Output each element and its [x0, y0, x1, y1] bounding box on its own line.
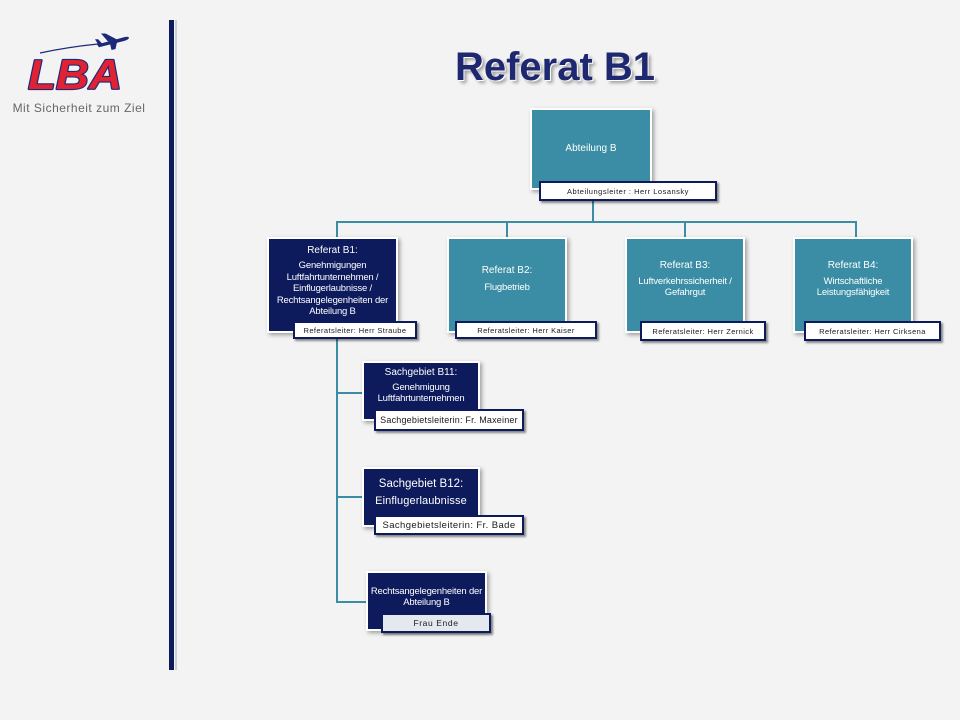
sachgebiet-b12-leader: Sachgebietsleiterin: Fr. Bade	[374, 515, 524, 535]
referat-b4-description: Wirtschaftliche Leistungsfähigkeit	[816, 275, 890, 299]
contrail-line	[39, 43, 99, 54]
sachgebiet-b11-heading: Sachgebiet B11:	[384, 367, 458, 378]
divider-bar-highlight	[175, 20, 177, 670]
airplane-icon	[95, 33, 129, 50]
sachgebiet-b12-description: Einflugerlaubnisse	[375, 495, 467, 507]
referat-b1-leader: Referatsleiter: Herr Straube	[293, 321, 417, 339]
referat-b2-leader: Referatsleiter: Herr Kaiser	[455, 321, 597, 339]
referat-b4-box: Referat B4: Wirtschaftliche Leistungsfäh…	[793, 237, 913, 333]
referat-b3-heading: Referat B3:	[659, 259, 711, 271]
sachgebiet-b12-heading: Sachgebiet B12:	[378, 478, 464, 490]
abteilung-b-name: Abteilung B	[565, 143, 617, 154]
referat-b2-heading: Referat B2:	[481, 264, 533, 276]
referat-b4-leader: Referatsleiter: Herr Cirksena	[804, 321, 941, 341]
divider-bar	[169, 20, 174, 670]
referat-b3-box: Referat B3: Luftverkehrssicherheit / Gef…	[625, 237, 745, 333]
referat-b1-description: Genehmigungen Luftfahrtunternehmen / Ein…	[276, 260, 389, 317]
referat-b4-heading: Referat B4:	[827, 259, 879, 271]
referat-b2-box: Referat B2: Flugbetrieb	[447, 237, 567, 333]
referat-b3-description: Luftverkehrssicherheit / Gefahrgut	[638, 275, 732, 299]
referat-b2-description: Flugbetrieb	[484, 281, 530, 293]
rechtsangelegenheiten-description: Rechtsangelegenheiten der Abteilung B	[370, 586, 483, 608]
referat-b1-heading: Referat B1:	[307, 245, 358, 256]
slide-title: Referat B1	[454, 45, 656, 89]
referat-b1-box: Referat B1: Genehmigungen Luftfahrtunter…	[267, 237, 398, 333]
logo-tagline: Mit Sicherheit zum Ziel	[12, 101, 146, 115]
logo-letters: LBA	[28, 51, 122, 98]
abteilung-b-leader: Abteilungsleiter : Herr Losansky	[539, 181, 717, 201]
rechtsangelegenheiten-leader: Frau Ende	[381, 613, 491, 633]
referat-b3-leader: Referatsleiter: Herr Zernick	[640, 321, 766, 341]
sachgebiet-b11-description: Genehmigung Luftfahrtunternehmen	[377, 382, 465, 404]
lba-logo: LBA	[27, 33, 129, 99]
abteilung-b-box: Abteilung B	[530, 108, 652, 190]
sachgebiet-b11-leader: Sachgebietsleiterin: Fr. Maxeiner	[374, 409, 524, 431]
